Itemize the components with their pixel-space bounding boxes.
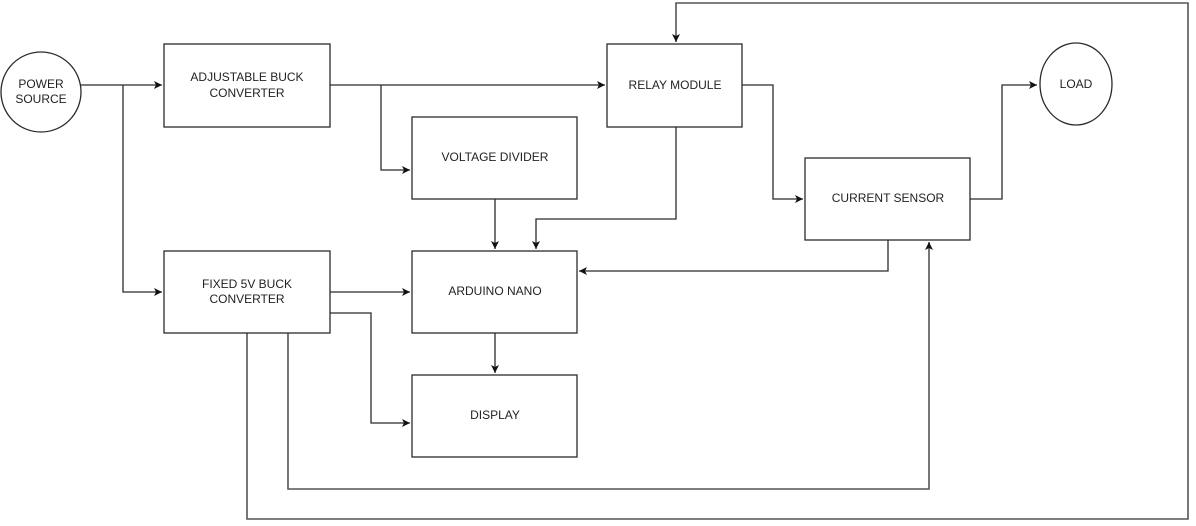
node-current-sensor: CURRENT SENSOR	[804, 157, 971, 241]
edge-adjustable-buck-to-voltage-divider	[380, 85, 410, 174]
edge-current-sensor-to-arduino	[579, 240, 889, 275]
node-voltage-divider: VOLTAGE DIVIDER	[411, 116, 578, 200]
node-display: DISPLAY	[411, 374, 578, 458]
node-fixed-5v-buck-converter: FIXED 5V BUCK CONVERTER	[163, 250, 331, 334]
node-power-source: POWER SOURCE	[0, 51, 82, 133]
node-arduino-nano: ARDUINO NANO	[411, 250, 578, 334]
node-label: CONVERTER	[209, 292, 284, 306]
node-label: DISPLAY	[470, 408, 520, 422]
node-relay-module: RELAY MODULE	[606, 43, 743, 128]
node-adjustable-buck-converter: ADJUSTABLE BUCK CONVERTER	[163, 43, 331, 128]
node-label: SOURCE	[15, 92, 66, 106]
edge-fixed-buck-to-display	[330, 312, 410, 427]
node-label: ADJUSTABLE BUCK	[190, 70, 303, 84]
node-label: POWER	[18, 77, 64, 91]
node-label: CONVERTER	[209, 86, 284, 100]
edges	[81, 2, 1189, 520]
edge-relay-to-current-sensor	[742, 84, 803, 203]
edge-current-sensor-to-load	[970, 81, 1037, 200]
node-label: CURRENT SENSOR	[832, 191, 945, 205]
node-label: VOLTAGE DIVIDER	[442, 150, 549, 164]
node-label: ARDUINO NANO	[448, 284, 541, 298]
node-label: LOAD	[1060, 77, 1093, 91]
node-label: RELAY MODULE	[629, 78, 722, 92]
edge-relay-to-arduino	[532, 127, 677, 249]
edge-fixed-buck-to-relay	[246, 2, 1189, 520]
edge-fixed-buck-to-current-sensor	[287, 242, 933, 490]
node-label: FIXED 5V BUCK	[202, 277, 292, 291]
node-load: LOAD	[1039, 42, 1113, 126]
edge-power-to-fixed-buck	[122, 85, 162, 296]
